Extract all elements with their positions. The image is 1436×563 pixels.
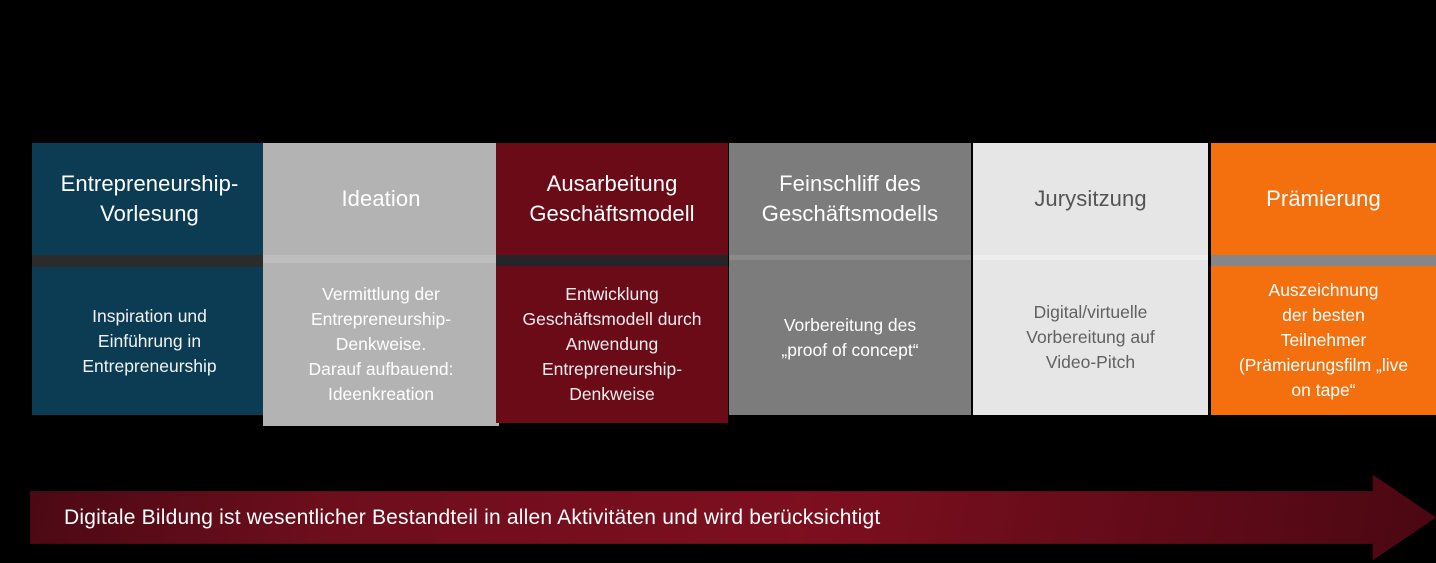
stage-body-text: Digital/virtuelle Vorbereitung auf Video… bbox=[1026, 302, 1155, 372]
stage-divider-feinschliff bbox=[729, 255, 971, 260]
stage-header-ausarbeitung: Ausarbeitung Geschäftsmodell bbox=[496, 143, 728, 255]
stage-divider-ausarbeitung bbox=[496, 255, 728, 266]
stage-header-label: Entrepreneurship- Vorlesung bbox=[60, 171, 239, 226]
stage-header-jurysitzung: Jurysitzung bbox=[973, 143, 1208, 255]
stage-body-jurysitzung: Digital/virtuelle Vorbereitung auf Video… bbox=[973, 260, 1208, 415]
stage-divider-praemierung bbox=[1211, 255, 1436, 266]
stage-header-feinschliff: Feinschliff des Geschäftsmodells bbox=[729, 143, 971, 255]
stage-body-vorlesung: Inspiration und Einführung in Entreprene… bbox=[32, 267, 267, 415]
arrow-banner-label: Digitale Bildung ist wesentlicher Bestan… bbox=[64, 505, 881, 529]
stage-header-label: Feinschliff des Geschäftsmodells bbox=[761, 171, 939, 226]
stage-body-ideation: Vermittlung der Entrepreneurship- Denkwe… bbox=[263, 263, 499, 426]
stage-divider-jurysitzung bbox=[973, 255, 1208, 260]
stage-divider-vorlesung bbox=[32, 255, 267, 267]
stage-header-label: Ausarbeitung Geschäftsmodell bbox=[529, 171, 695, 226]
stage-body-ausarbeitung: Entwicklung Geschäftsmodell durch Anwend… bbox=[496, 266, 728, 423]
stage-divider-ideation bbox=[263, 255, 499, 263]
stage-header-label: Prämierung bbox=[1266, 186, 1381, 211]
stage-header-vorlesung: Entrepreneurship- Vorlesung bbox=[32, 143, 267, 255]
stage-body-praemierung: Auszeichnung der besten Teilnehmer (Präm… bbox=[1211, 266, 1436, 415]
arrow-banner: Digitale Bildung ist wesentlicher Bestan… bbox=[30, 472, 1436, 563]
stage-body-text: Vermittlung der Entrepreneurship- Denkwe… bbox=[308, 284, 454, 404]
stage-body-text: Auszeichnung der besten Teilnehmer (Präm… bbox=[1238, 280, 1409, 400]
stage-header-label: Jurysitzung bbox=[1034, 186, 1147, 211]
stage-body-text: Inspiration und Einführung in Entreprene… bbox=[82, 305, 217, 376]
stage-body-feinschliff: Vorbereitung des „proof of concept“ bbox=[729, 260, 971, 415]
stage-header-label: Ideation bbox=[341, 186, 421, 211]
stage-header-praemierung: Prämierung bbox=[1211, 143, 1436, 255]
stage-body-text: Vorbereitung des „proof of concept“ bbox=[781, 314, 919, 360]
stage-header-ideation: Ideation bbox=[263, 143, 499, 255]
stage-body-text: Entwicklung Geschäftsmodell durch Anwend… bbox=[522, 284, 702, 404]
